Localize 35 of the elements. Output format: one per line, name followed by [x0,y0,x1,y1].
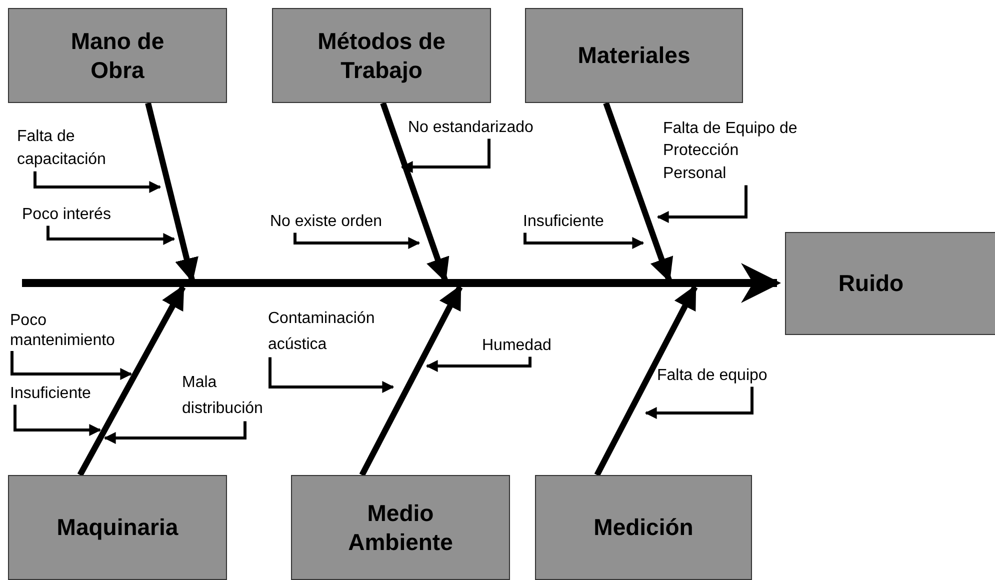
cause-label: Poco mantenimiento [10,311,150,351]
cause-arrow [14,404,102,436]
cause-label: Mala distribución [182,370,292,422]
cause-label: Humedad [482,336,552,357]
effect-box: Ruido [785,232,995,335]
cause-arrow [10,351,132,380]
category-box: Medición [535,475,752,580]
cause-label: Insuficiente [523,212,604,233]
cause-label: No estandarizado [408,118,534,139]
cause-arrow [524,232,644,249]
cause-arrow [34,171,162,193]
cause-label: No existe orden [270,212,382,233]
category-box: Materiales [525,8,743,103]
cause-label: Falta de Equipo de Protección Personal [663,118,803,186]
cause-label: Poco interés [22,205,111,226]
bone-arrow [594,284,698,476]
spine-arrow [22,263,781,303]
cause-arrow [46,226,176,245]
cause-arrow [656,185,748,223]
cause-arrow [294,232,420,249]
bone-arrow [359,284,463,476]
cause-arrow [104,421,246,444]
category-box: Métodos de Trabajo [272,8,491,103]
category-box: Mano de Obra [8,8,227,103]
cause-arrow [644,386,754,419]
bone-arrow [77,284,186,476]
cause-label: Falta de capacitación [17,125,137,172]
cause-arrow [400,138,490,173]
cause-label: Falta de equipo [657,366,768,387]
cause-label: Insuficiente [10,384,91,405]
cause-arrow [426,356,532,372]
category-box: Medio Ambiente [291,475,510,580]
cause-arrow [268,357,394,393]
category-box: Maquinaria [8,475,227,580]
cause-label: Contaminación acústica [268,306,408,358]
